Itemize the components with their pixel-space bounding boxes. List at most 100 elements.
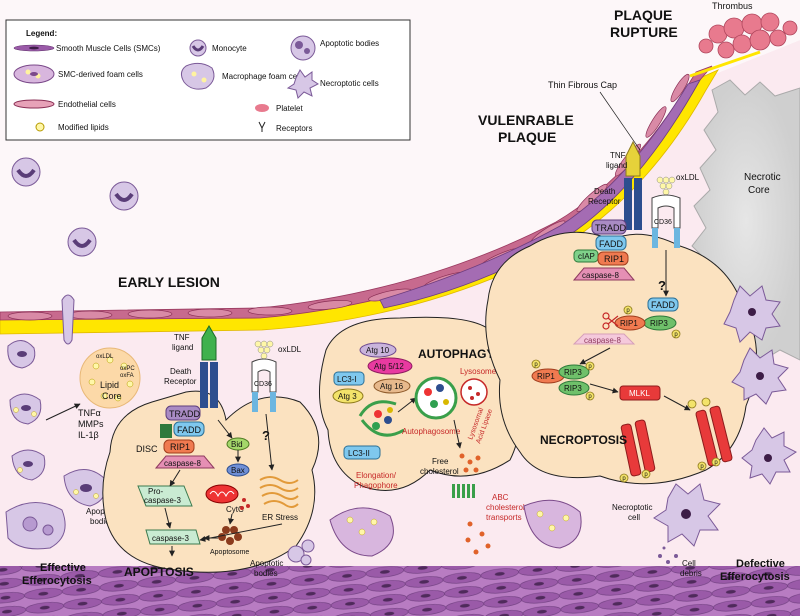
p-label: p <box>588 364 592 370</box>
nec-tnf-ligand-1: TNF <box>610 151 626 160</box>
legend-smc-foam-icon <box>13 64 55 84</box>
free-cholesterol-dots <box>459 453 481 473</box>
apo-tradd-label: TRADD <box>169 409 200 419</box>
lipid-core-title-2: Core <box>102 391 122 401</box>
apo-pro-caspase3 <box>137 485 193 507</box>
defective-efferocytosis-2: Efferocytosis <box>720 571 790 583</box>
necroptotic-cell-label-2: cell <box>628 513 640 522</box>
effective-efferocytosis-1: Effective <box>40 562 86 574</box>
legend-platelet-label: Platelet <box>276 104 303 113</box>
apo-cd36-label: CD36 <box>254 381 272 388</box>
lumen-monocytes <box>11 157 139 257</box>
efferocytosis-cell <box>5 502 66 550</box>
legend-receptor-label: Receptors <box>276 124 312 133</box>
apo-tnf-ligand-2: ligand <box>172 343 193 352</box>
apo-bid-label: Bid <box>231 440 243 449</box>
lipid-core-droplets <box>88 356 134 402</box>
left-foam-droplets <box>13 407 99 499</box>
apo-tnf-ligand-1: TNF <box>174 333 190 342</box>
apo-caspase8 <box>154 455 216 469</box>
cell-debris <box>658 546 678 564</box>
apo-er <box>259 476 299 508</box>
p-label: p <box>534 362 538 368</box>
necrotic-core-label-1: Necrotic <box>744 172 781 183</box>
legend-endothelial-icon <box>13 99 55 109</box>
middle-foam-droplets <box>346 510 570 536</box>
nec-question: ? <box>658 278 666 293</box>
cell-debris-label-2: debris <box>680 569 702 578</box>
free-cholesterol-1: Free <box>432 457 449 466</box>
apo-er-stress-label: ER Stress <box>262 513 298 522</box>
nec-cd36-label: CD36 <box>654 219 672 226</box>
apo-arrow-cytc-apo <box>228 513 235 525</box>
nec-death-receptor-2: Receptor <box>588 197 621 206</box>
nec-rip1 <box>597 251 629 266</box>
nec-fadd <box>595 235 627 251</box>
thrombus <box>698 12 798 59</box>
defective-efferocytosis-1: Defective <box>736 558 785 570</box>
atg10 <box>359 342 397 358</box>
autophagy-arrow-2 <box>453 419 462 449</box>
left-apoptotic-bodies-1: Apoptotic <box>86 507 119 516</box>
effluxed-cholesterol <box>465 521 491 555</box>
nec-rip1-label: RIP1 <box>604 254 624 264</box>
nec-tnf-ligand-2: ligand <box>606 161 627 170</box>
nec-scissors <box>602 312 619 330</box>
apo-arrow-dr-bid <box>217 419 233 439</box>
legend-receptor-icon <box>258 121 266 132</box>
autophagy-arrow-1 <box>397 397 417 413</box>
lipid-core-oxfa: oxFA <box>120 373 134 379</box>
apo-cd36 <box>251 358 277 393</box>
elongation-1: Elongation/ <box>356 471 397 480</box>
nec-death-receptor <box>624 140 642 230</box>
nec-fadd-label: FADD <box>599 239 624 249</box>
legend-smc-label: Smooth Muscle Cells (SMCs) <box>56 44 161 53</box>
legend-apoptotic-icon <box>290 35 316 61</box>
apo-caspase3 <box>145 529 201 545</box>
legend-macrophage-foam-icon <box>180 62 215 90</box>
apo-oxldl-label: oxLDL <box>278 345 302 354</box>
nec-caspase8-label: caspase-8 <box>582 271 619 280</box>
nec-rip1b-label: RIP1 <box>620 319 638 328</box>
cytokine-mmps: MMPs <box>78 419 104 429</box>
plaque-rupture-label-1: PLAQUE <box>614 7 672 23</box>
elongation-2: Phagophore <box>354 481 398 490</box>
transmigrating-monocyte <box>61 294 75 345</box>
apo-death-receptor-2: Receptor <box>164 377 197 386</box>
nec-ciap-label: cIAP <box>578 252 595 261</box>
apo-caspase3-label: caspase-3 <box>152 534 189 543</box>
apo-arrow-er-c3 <box>199 523 283 542</box>
rupture-streak <box>689 50 761 78</box>
cytokine-arrow <box>45 403 81 421</box>
apo-rip1-label: RIP1 <box>170 442 190 452</box>
thrombus-label: Thrombus <box>712 1 753 11</box>
nec-death-receptor-1: Death <box>594 187 615 196</box>
p-label: p <box>588 394 592 400</box>
legend-endothelial-label: Endothelial cells <box>58 100 116 109</box>
necroptosis-title: NECROPTOSIS <box>540 433 627 447</box>
abc-transporter <box>452 484 475 498</box>
nec-cd36-tm2 <box>674 228 680 248</box>
autophagy-title: AUTOPHAGY <box>418 347 494 361</box>
nec-tradd <box>591 219 627 235</box>
legend-macrophage-label-1: Macrophage foam cells <box>222 72 305 81</box>
apo-pro-caspase3-1: Pro- <box>148 487 163 496</box>
vulnerable-plaque-label-2: PLAQUE <box>498 129 556 145</box>
apo-mitochondrion <box>205 484 239 504</box>
nec-cd36-tm1 <box>652 228 658 248</box>
legend-necroptotic-icon <box>286 69 319 99</box>
legend-lipid-icon <box>35 122 45 132</box>
lipid-core-title-1: Lipid <box>100 380 119 390</box>
lc3i <box>333 371 365 386</box>
autophagosome <box>414 376 458 420</box>
monocyte-nuclei <box>16 168 134 248</box>
nec-caspase8-faded <box>572 333 636 345</box>
p-label: p <box>714 460 718 466</box>
nec-arrow-to-complex <box>579 347 611 365</box>
apo-oxldl-cluster <box>254 340 274 360</box>
cytokine-tnfa: TNFα <box>78 408 101 418</box>
p-label: p <box>644 472 648 478</box>
apo-apoptosome <box>218 526 242 545</box>
effective-efferocytosis-2: Efferocytosis <box>22 575 92 587</box>
cell-debris-label-1: Cell <box>682 559 696 568</box>
